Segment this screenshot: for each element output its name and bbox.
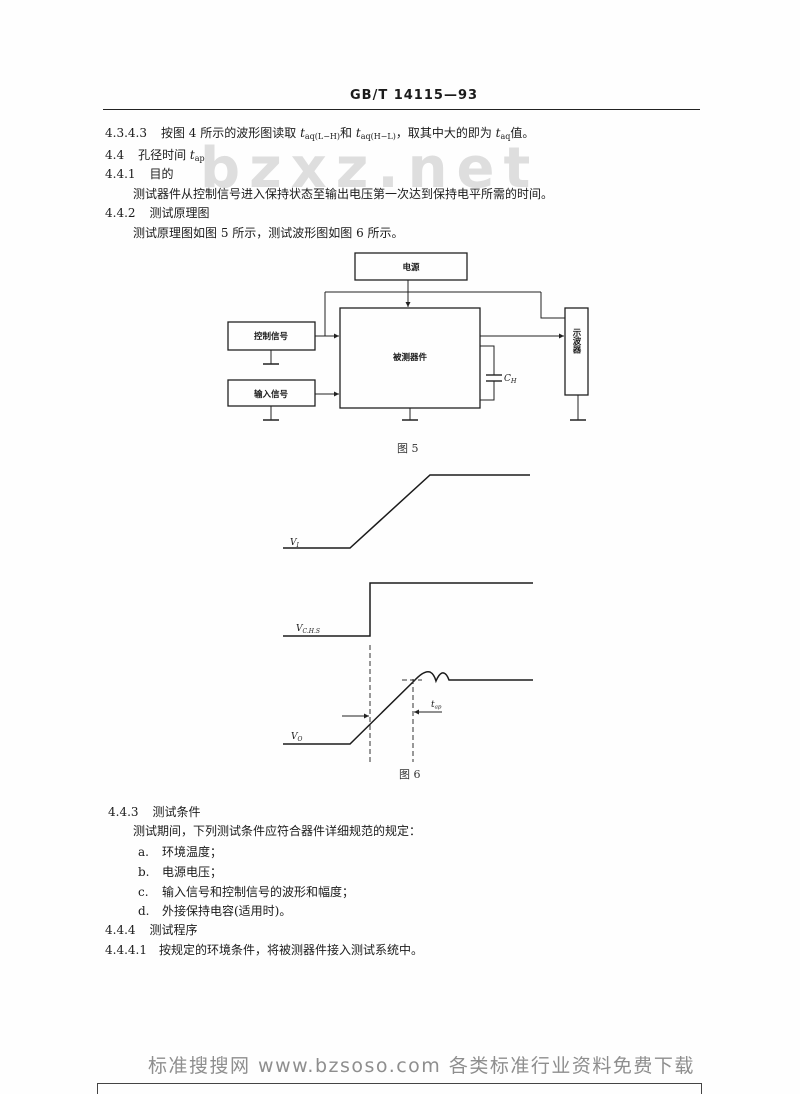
vo-waveform — [283, 670, 533, 745]
clause-title: 测试程序 — [149, 923, 198, 937]
subscript: aq(L−H) — [304, 132, 341, 141]
clause-number: 4.4.4 — [105, 923, 136, 937]
hold-capacitor-label: CH — [504, 374, 517, 385]
oscilloscope-box — [564, 307, 589, 396]
clause-title: 测试原理图 — [149, 206, 210, 220]
clause-number: 4.4 — [105, 148, 125, 162]
clause-text: 按规定的环境条件，将被测器件接入测试系统中。 — [158, 943, 423, 957]
control-signal-label: 控制信号 — [254, 331, 289, 342]
clause-number: 4.4.3 — [108, 805, 139, 819]
clause-4-4-1: 4.4.1 目的 — [105, 166, 174, 182]
symbol-t: t — [189, 148, 195, 162]
site-watermark: bzxz.net — [200, 136, 540, 201]
cap-symbol: C — [504, 374, 511, 384]
clause-number: 4.4.4.1 — [105, 943, 147, 957]
list-item-label: a. — [138, 845, 149, 859]
list-item-label: c. — [138, 885, 149, 899]
cap-subscript: H — [510, 377, 517, 385]
vchs-waveform — [283, 582, 533, 637]
vi-label: VI — [290, 538, 300, 549]
power-supply-box — [354, 252, 468, 281]
power-bus-to-scope-wire — [540, 292, 565, 319]
clause-title: 孔径时间 — [138, 148, 190, 162]
figure-5-schematic: 电源 被测器件 控制信号 输入信号 示波器 CH — [227, 252, 589, 421]
vi-waveform — [283, 474, 530, 549]
clause-4-4-2: 4.4.2 测试原理图 — [105, 205, 210, 221]
list-item-text: 外接保持电容(适用时)。 — [162, 904, 292, 918]
subscript: aq — [500, 132, 511, 141]
clause-title: 目的 — [149, 167, 174, 181]
clause-number: 4.3.4.3 — [105, 126, 147, 140]
oscilloscope-label: 示波器 — [571, 328, 582, 354]
clause-4-4-4: 4.4.4 测试程序 — [105, 922, 198, 938]
clause-text: 值。 — [510, 126, 535, 140]
vi-symbol: V — [290, 538, 298, 548]
dut-label: 被测器件 — [393, 352, 428, 363]
clause-4-4: 4.4 孔径时间 tap — [105, 147, 205, 167]
symbol-t: t — [495, 126, 501, 140]
list-item-text: 电源电压； — [162, 865, 223, 879]
list-item-text: 环境温度； — [162, 845, 223, 859]
clause-text: 和 — [340, 126, 356, 140]
clause-text: ，取其中大的即为 — [395, 126, 496, 140]
hold-capacitor-top-wire — [480, 345, 495, 375]
footer-watermark: 标准搜搜网 www.bzsoso.com 各类标准行业资料免费下载 — [148, 1055, 695, 1077]
input-signal-label: 输入信号 — [254, 389, 289, 400]
list-item: d. 外接保持电容(适用时)。 — [138, 903, 291, 919]
bottom-frame — [97, 1083, 702, 1094]
hold-capacitor-bottom-wire — [480, 381, 495, 401]
clause-4-4-3-body: 测试期间，下列测试条件应符合器件详细规范的规定： — [133, 824, 422, 838]
list-item-label: d. — [138, 904, 150, 918]
header-rule — [103, 109, 700, 110]
clause-4-4-4-1: 4.4.4.1 按规定的环境条件，将被测器件接入测试系统中。 — [105, 942, 423, 958]
clause-title: 测试条件 — [152, 805, 201, 819]
vi-subscript: I — [296, 542, 300, 549]
symbol-t: t — [355, 126, 361, 140]
list-item: b. 电源电压； — [138, 864, 222, 880]
vchs-subscript: C.H.S — [303, 628, 321, 635]
power-supply-label: 电源 — [402, 262, 420, 273]
subscript: ap — [194, 154, 205, 163]
figure-5-caption: 图 5 — [397, 442, 419, 455]
vo-symbol: V — [291, 732, 299, 742]
vchs-symbol: V — [296, 624, 304, 634]
subscript: aq(H−L) — [360, 132, 396, 141]
tap-label: tap — [431, 700, 442, 711]
list-item-text: 输入信号和控制信号的波形和幅度； — [162, 885, 355, 899]
tap-subscript: ap — [435, 705, 442, 711]
clause-4-4-3: 4.4.3 测试条件 — [108, 804, 201, 820]
figure-6-waveforms: VI VC.H.S VO tap — [283, 474, 533, 762]
vchs-label: VC.H.S — [296, 624, 320, 635]
list-item: c. 输入信号和控制信号的波形和幅度； — [138, 884, 354, 900]
vo-label: VO — [291, 732, 303, 743]
clause-4-4-1-body: 测试器件从控制信号进入保持状态至输出电压第一次达到保持电平所需的时间。 — [133, 187, 554, 201]
list-item: a. 环境温度； — [138, 844, 222, 860]
figure-6-caption: 图 6 — [399, 768, 421, 781]
clause-4-4-2-body: 测试原理图如图 5 所示，测试波形图如图 6 所示。 — [133, 226, 404, 240]
clause-number: 4.4.1 — [105, 167, 136, 181]
list-item-label: b. — [138, 865, 150, 879]
tap-symbol: t — [431, 700, 435, 710]
symbol-t: t — [300, 126, 305, 140]
clause-number: 4.4.2 — [105, 206, 136, 220]
clause-text: 按图 4 所示的波形图读取 — [160, 126, 301, 140]
vo-subscript: O — [298, 736, 303, 743]
standard-number-header: GB/T 14115—93 — [350, 88, 479, 103]
